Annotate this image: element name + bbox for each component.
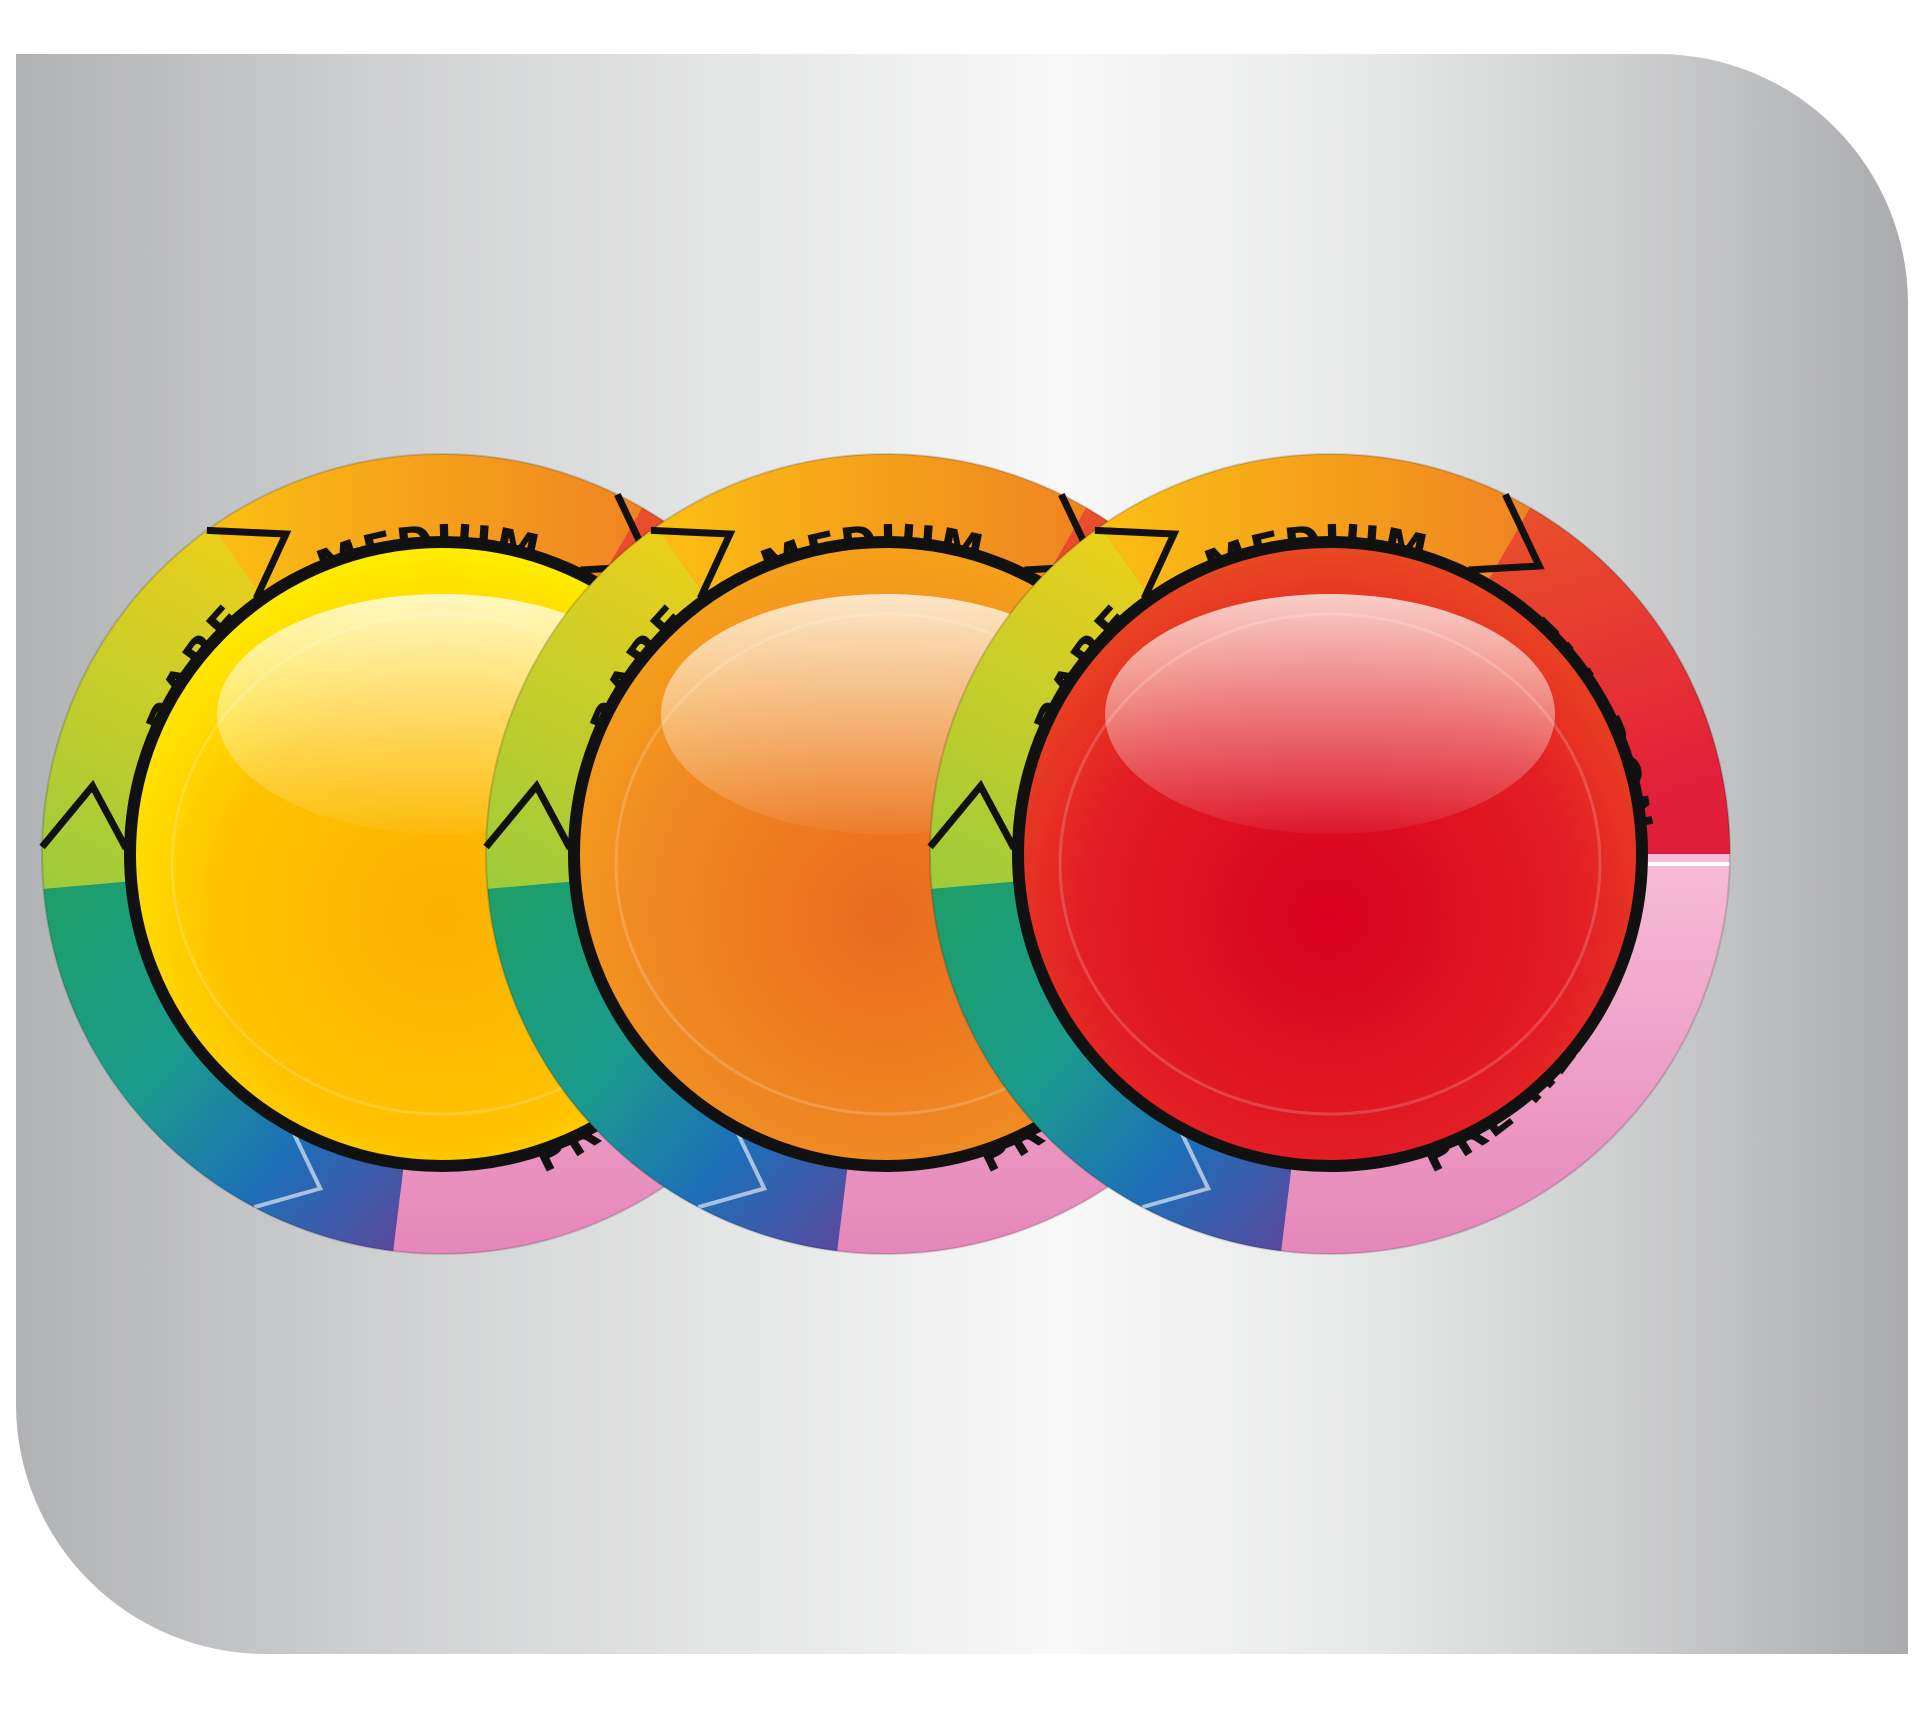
core-highlight <box>1105 594 1555 834</box>
chevron-medium-well <box>1468 492 1545 574</box>
chevron-rare-medium <box>650 526 736 600</box>
chevron-start-rare <box>39 779 130 851</box>
chevron-rare-medium <box>206 526 292 600</box>
chevron-pre-start <box>253 1132 324 1210</box>
dial-red: START OF COOKINGRAREMEDIUMWELL-DONEPRE-H… <box>927 453 1731 1255</box>
dial-edge <box>929 453 1731 1255</box>
chevron-pre-start <box>1141 1132 1212 1210</box>
chevron-rare-medium <box>1094 526 1180 600</box>
chevron-pre-start <box>697 1132 768 1210</box>
core-reflection <box>1058 612 1602 1116</box>
chevron-start-rare <box>927 779 1018 851</box>
chevron-start-rare <box>483 779 574 851</box>
